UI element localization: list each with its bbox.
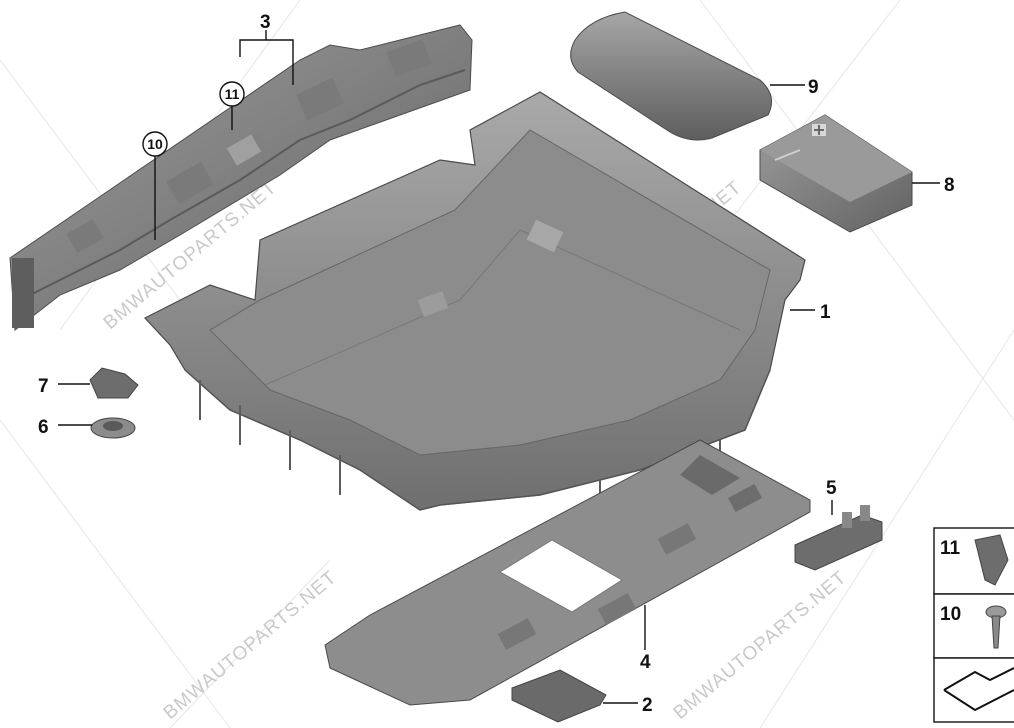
part-grommet[interactable]	[90, 417, 136, 439]
part-cushion[interactable]	[570, 11, 773, 141]
part-pad[interactable]	[511, 669, 607, 723]
callout-11: 11	[225, 86, 240, 102]
callout-1: 1	[820, 302, 831, 323]
part-clip[interactable]	[794, 505, 883, 571]
legend-label-10: 10	[940, 604, 961, 625]
screw-icon	[985, 605, 1007, 649]
leader-lines	[58, 30, 940, 704]
part-cover[interactable]	[89, 367, 139, 399]
callout-8: 8	[944, 175, 955, 196]
part-storage-tray[interactable]	[144, 91, 806, 511]
part-first-aid-kit[interactable]	[759, 114, 913, 233]
callout-7: 7	[38, 376, 49, 397]
legend-label-11: 11	[940, 538, 961, 559]
callout-9: 9	[808, 77, 819, 98]
legend: 11 10	[933, 527, 1014, 723]
watermark-4: BMWAUTOPARTS.NET	[670, 567, 851, 724]
callouts: 3 11 10 9 8 1 5 4 2 7 6	[38, 12, 955, 716]
callout-3: 3	[260, 12, 271, 33]
callout-6: 6	[38, 417, 49, 438]
callout-5: 5	[826, 478, 837, 499]
return-arrow-icon	[943, 667, 1014, 712]
legend-box-10	[933, 593, 1014, 659]
callout-2: 2	[642, 695, 653, 716]
callout-4: 4	[640, 652, 651, 673]
part-bracket-rail[interactable]	[9, 24, 473, 331]
part-floor-panel[interactable]	[324, 439, 811, 706]
callout-10-circle	[142, 131, 168, 157]
legend-box-arrow	[933, 657, 1014, 723]
watermark-3: BMWAUTOPARTS.NET	[160, 567, 341, 724]
callout-11-circle	[219, 81, 245, 107]
clip-icon	[974, 534, 1009, 586]
callout-10: 10	[147, 136, 163, 152]
